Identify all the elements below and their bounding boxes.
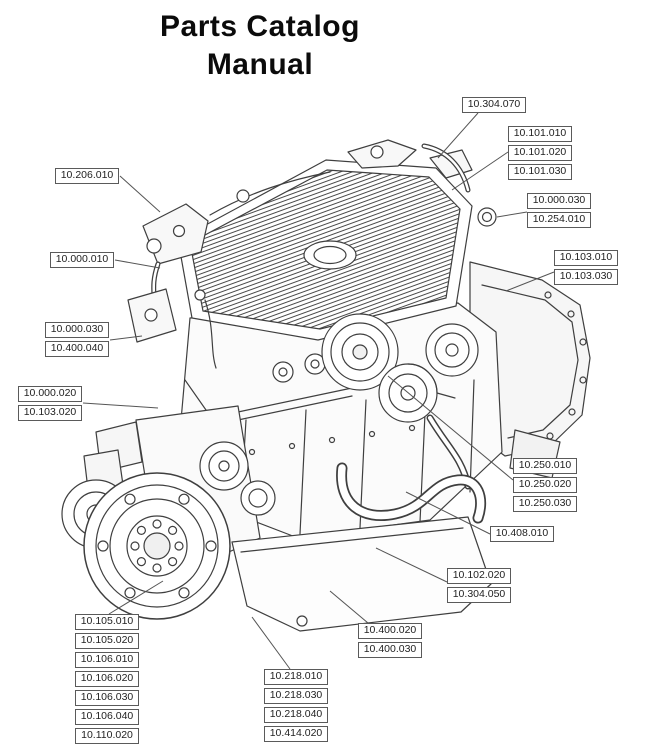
leader-line: [496, 211, 528, 218]
leader-lines: [82, 112, 555, 670]
leader-line: [375, 547, 448, 583]
page-title: Parts Catalog Manual: [105, 8, 415, 84]
title-line-2: Manual: [206, 48, 314, 81]
leader-line: [109, 335, 143, 341]
leader-line: [108, 580, 164, 615]
leader-line: [329, 590, 369, 624]
leader-line: [437, 112, 479, 159]
leader-line: [505, 271, 555, 292]
engine-illustration: [61, 139, 591, 632]
title-line-1: Parts Catalog: [160, 10, 360, 43]
leader-line: [114, 259, 161, 269]
leader-line: [451, 151, 509, 191]
leader-line: [387, 375, 514, 481]
leader-line: [405, 491, 491, 535]
leader-line: [251, 616, 291, 670]
leader-line: [82, 402, 159, 409]
leader-line: [119, 175, 161, 213]
